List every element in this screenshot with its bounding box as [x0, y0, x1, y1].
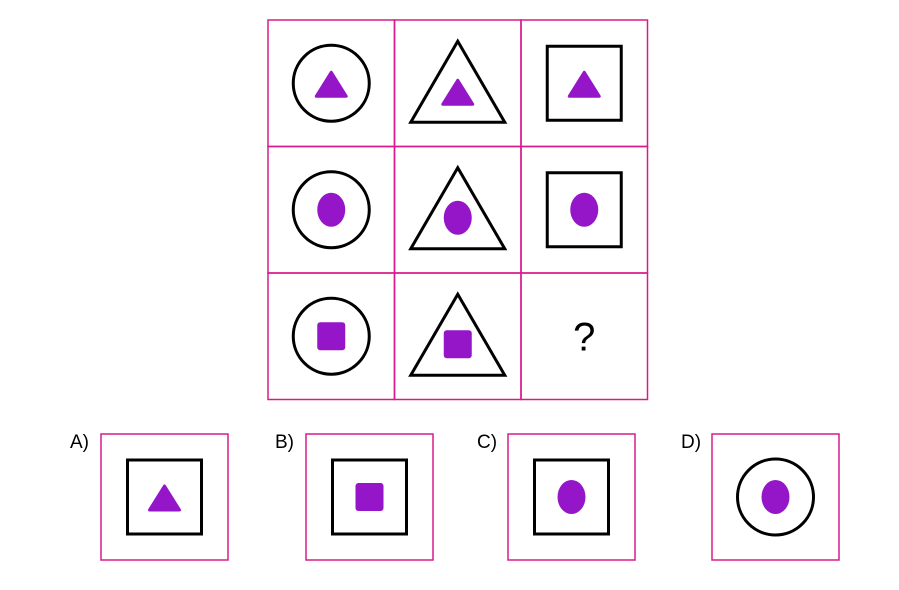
outer-circle: [291, 43, 371, 123]
outer-square: [533, 458, 610, 536]
cell-border: [520, 272, 649, 401]
outer-circle: [736, 457, 815, 537]
grid-cell: [267, 19, 396, 148]
inner-ellipse: [557, 480, 586, 514]
option-frame: [100, 433, 229, 561]
option-label: C): [477, 432, 497, 453]
inner-ellipse: [761, 480, 790, 514]
option-c[interactable]: C): [477, 432, 636, 561]
outer-circle: [291, 170, 371, 250]
option-label: A): [70, 432, 89, 453]
inner-ellipse: [570, 192, 599, 227]
missing-cell: ?: [520, 272, 649, 401]
outer-square: [545, 44, 623, 122]
grid-cell: [393, 145, 522, 274]
grid-cell: [267, 145, 396, 274]
option-d[interactable]: D): [681, 432, 840, 561]
outer-square: [331, 458, 408, 536]
inner-ellipse: [443, 200, 472, 235]
grid-cell: [267, 272, 396, 401]
grid-cell: [393, 19, 522, 148]
option-frame: [305, 433, 434, 561]
outer-triangle: [408, 291, 508, 377]
grid-cell: [393, 272, 522, 401]
puzzle-grid: ?: [267, 19, 649, 401]
option-a[interactable]: A): [70, 432, 229, 561]
inner-square: [355, 483, 384, 511]
option-b[interactable]: B): [275, 432, 434, 561]
question-mark: ?: [573, 315, 595, 359]
outer-circle: [291, 296, 371, 376]
option-label: B): [275, 432, 294, 453]
grid-cell: [520, 145, 649, 274]
inner-square: [317, 322, 346, 351]
outer-square: [126, 458, 203, 536]
inner-triangle: [567, 70, 601, 98]
grid-cell: [520, 19, 649, 148]
option-frame: [507, 433, 636, 561]
inner-triangle: [314, 70, 348, 98]
inner-triangle: [148, 484, 181, 512]
option-frame: [711, 433, 840, 561]
inner-ellipse: [317, 192, 346, 227]
inner-square: [443, 330, 472, 359]
outer-square: [545, 171, 623, 249]
outer-triangle: [408, 164, 508, 251]
option-label: D): [681, 432, 701, 453]
answer-options: A) B) C) D): [70, 432, 840, 561]
outer-triangle: [408, 38, 508, 124]
inner-triangle: [441, 78, 475, 106]
